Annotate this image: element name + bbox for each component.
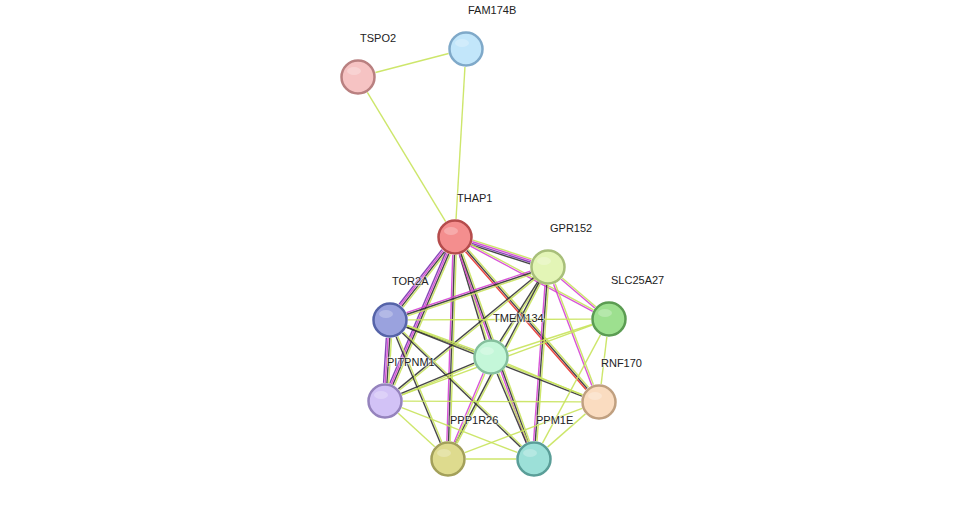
protein-node: RNF170 xyxy=(581,384,617,420)
interaction-edge xyxy=(454,373,485,442)
node-label: RNF170 xyxy=(601,357,642,369)
protein-node: TSPO2 xyxy=(340,59,376,95)
protein-node: PPM1E xyxy=(516,441,552,477)
evidence-line xyxy=(561,279,595,308)
evidence-line xyxy=(454,373,483,442)
node-label: FAM174B xyxy=(468,4,516,16)
protein-node: PPP1R26 xyxy=(430,441,466,477)
node-circle xyxy=(516,441,552,477)
evidence-line xyxy=(367,92,445,221)
evidence-line xyxy=(497,374,526,443)
evidence-line xyxy=(499,373,528,442)
interaction-edge xyxy=(508,364,583,395)
evidence-line xyxy=(398,278,533,389)
evidence-line xyxy=(456,374,485,443)
protein-node: THAP1 xyxy=(437,219,473,255)
evidence-line xyxy=(472,243,531,262)
node-circle xyxy=(530,249,566,285)
node-label: TOR2A xyxy=(392,275,428,287)
node-label: TSPO2 xyxy=(360,32,396,44)
interaction-edge xyxy=(466,459,516,460)
node-circle xyxy=(372,302,408,338)
node-circle xyxy=(448,31,484,67)
evidence-line xyxy=(466,458,516,459)
interaction-edge xyxy=(561,278,596,308)
interaction-edge xyxy=(497,373,528,442)
interaction-edge xyxy=(367,92,445,221)
evidence-line xyxy=(384,338,387,383)
interaction-edge xyxy=(403,401,581,403)
node-circle xyxy=(367,383,403,419)
node-circle xyxy=(473,339,509,375)
node-circle xyxy=(437,219,473,255)
node-label: PPP1R26 xyxy=(450,414,498,426)
protein-node: FAM174B xyxy=(448,31,484,67)
protein-node: GPR152 xyxy=(530,249,566,285)
evidence-line xyxy=(402,365,475,395)
node-circle xyxy=(430,441,466,477)
interaction-edge xyxy=(508,325,592,352)
evidence-line xyxy=(403,400,581,402)
node-label: SLC25A27 xyxy=(611,274,664,286)
evidence-line xyxy=(398,336,442,442)
protein-node: PITPNM1 xyxy=(367,383,403,419)
node-label: PITPNM1 xyxy=(387,356,435,368)
interaction-edge xyxy=(375,54,448,73)
node-circle xyxy=(340,59,376,95)
protein-node: TMEM134 xyxy=(473,339,509,375)
node-circle xyxy=(591,301,627,337)
evidence-line xyxy=(508,325,592,352)
evidence-line xyxy=(508,364,583,395)
node-label: THAP1 xyxy=(457,192,492,204)
node-label: PPM1E xyxy=(536,414,573,426)
evidence-line xyxy=(396,337,440,443)
interaction-edge xyxy=(396,336,442,442)
node-circle xyxy=(581,384,617,420)
protein-node: SLC25A27 xyxy=(591,301,627,337)
evidence-line xyxy=(375,54,448,73)
node-label: GPR152 xyxy=(550,222,592,234)
evidence-line xyxy=(562,278,596,307)
protein-node: TOR2A xyxy=(372,302,408,338)
node-label: TMEM134 xyxy=(493,312,544,324)
